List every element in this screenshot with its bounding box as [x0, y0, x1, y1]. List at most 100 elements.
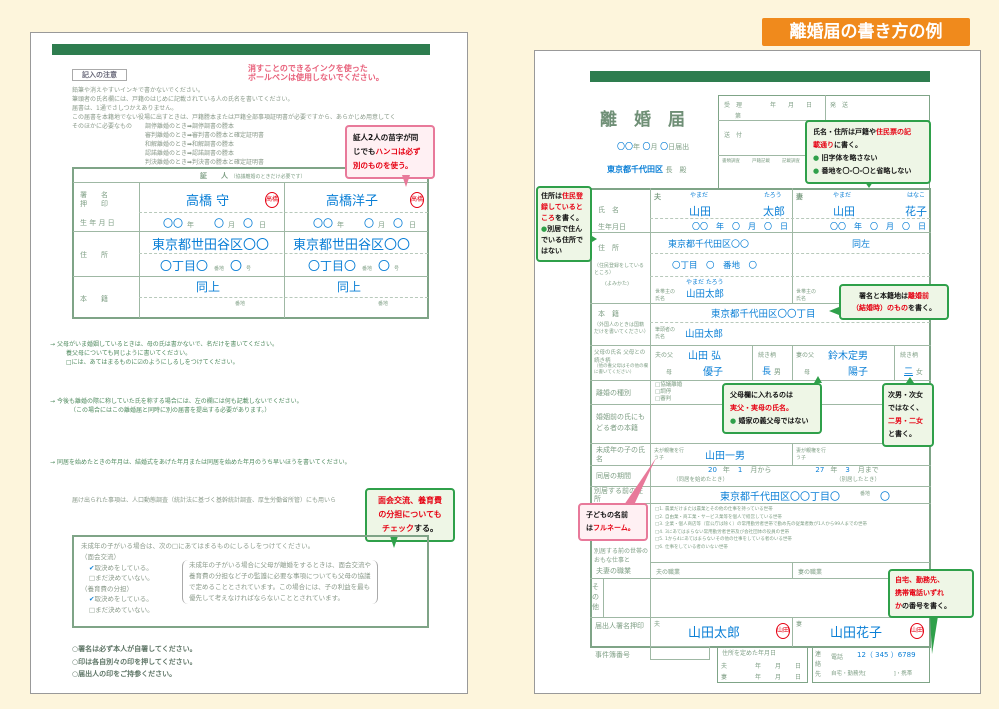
callout-honseki: 署名と本籍地は離婚前 （結婚時）のものを書く。 [839, 284, 949, 320]
callout-line: 署名と本籍地は離婚前 [847, 290, 941, 302]
callout-text: 旧字体を略さない [821, 154, 878, 162]
callout-highlight: チェック [382, 524, 414, 533]
label-case-no: 事件簿番号 [595, 651, 630, 659]
callout-custody: 面会交流、養育費 の分担についても チェックする。 [365, 488, 455, 542]
ink-warning-line: ボールペンは使用しないでください。 [248, 73, 384, 82]
label-honseki: 本 籍 [598, 310, 619, 318]
bottom-note: ○印は各自別々の印を押してください。 [72, 657, 197, 666]
year-label: 年 [722, 466, 730, 474]
month-label: 月 [775, 674, 782, 681]
divider [792, 188, 793, 303]
work-option[interactable]: □6. 仕事をしている者のいない世帯 [655, 544, 728, 550]
year-label: 年 [633, 143, 640, 151]
moved-wife-label: 妻 [721, 674, 728, 681]
witness1-address-line1: 東京都世田谷区〇〇 [152, 238, 270, 253]
label-prior-name: 婚姻前の氏にもどる者の本籍 [596, 413, 645, 432]
zokugara-suffix: 男 [773, 368, 781, 376]
option-label: まだ決めていない。 [95, 605, 154, 614]
witness-header-note: （協議離婚のときだけ必要です） [230, 174, 306, 180]
husband-mei: 太郎 [763, 205, 785, 218]
month-label: 月 [378, 221, 385, 229]
address-go: 〇 [230, 259, 243, 273]
case-no-field[interactable] [650, 646, 710, 660]
support-yes-checkbox[interactable]: ✔取決めをしている。 [89, 595, 153, 603]
callout-tail [865, 182, 873, 188]
kara-label: 月から [750, 466, 772, 474]
witness-header-title: 証 人 [200, 172, 228, 180]
label-honseki-note: （外国人のときは国籍だけを書いてください） [594, 322, 649, 335]
address-chome: 〇丁目〇 [308, 259, 357, 273]
note-line: 鉛筆や消えやすいインキで書かないでください。 [72, 87, 204, 94]
callout-zokugara: 次男・次女 ではなく、 二男・二女 と書く。 [882, 383, 934, 447]
zokugara-suffix: 女 [915, 368, 923, 376]
need-item: 和解離婚のとき➡和解調書の謄本 [145, 141, 235, 148]
contact-tel-number[interactable]: 12（ 345 ）6789 [857, 651, 916, 659]
label-parents: 父母の氏名 父母との続き柄 [594, 350, 646, 364]
birth-year: 〇〇 [313, 219, 333, 230]
callout-child-name: 子どもの名前 はフルネーム。 [578, 503, 648, 541]
label-setainushi: 世帯主の氏名 [655, 289, 676, 302]
callout-bullet: ●別居で住んでいる住所ではない [541, 225, 583, 255]
option-chotei[interactable]: □調停 [655, 389, 672, 395]
divider [603, 578, 604, 617]
callout-line: じでもハンコは必ず [353, 145, 427, 159]
visit-heading: （面会交流） [81, 553, 120, 561]
label-zokugara-w: 続き柄 [900, 352, 919, 359]
day-label: 日届出 [668, 143, 690, 151]
reception-col-1: 書類調査 [722, 159, 740, 164]
work-option[interactable]: □2. 自由業・商工業・サービス業等を個人で経営している世帯 [655, 514, 782, 520]
callout-text: 番地を〇-〇-〇と省略しない [821, 167, 912, 175]
reception-hasso: 発 送 [830, 102, 849, 109]
visit-yes-checkbox[interactable]: ✔取決めをしている。 [89, 563, 153, 572]
divider [792, 617, 793, 648]
callout-text: は [586, 524, 593, 532]
wife-shi: 山田 [833, 205, 855, 218]
husband-shi: 山田 [689, 205, 711, 218]
visit-no-checkbox[interactable]: □まだ決めていない。 [89, 574, 154, 582]
callout-text: 別居で住んでいる [541, 225, 583, 244]
support-no-checkbox[interactable]: □まだ決めていない。 [89, 605, 154, 614]
note-line: 同居を始めたときの年月は、結婚式をあげた年月または同居を始めた年月のうち早いほう… [56, 459, 351, 466]
label-husband-father: 夫の父 [655, 352, 674, 359]
callout-text: 氏名・住所は戸籍や [813, 128, 876, 136]
label-wife-custody: 妻が親権を行う子 [796, 448, 827, 461]
household-work-options[interactable]: □1. 農業だけまたは農業とその他の仕事を持っている世帯 □2. 自由業・商工業… [655, 506, 925, 551]
callout-line: 証人2人の苗字が同 [353, 133, 419, 142]
option-label: まだ決めていない。 [95, 574, 154, 582]
work-option[interactable]: □3. 企業・個人商店等（官公庁は除く）の常用勤労者世帯で勤め先の従業者数が1人… [655, 522, 868, 527]
label-birth: 生年月日 [598, 223, 626, 231]
needs-label: そのほかに必要なもの [72, 123, 133, 130]
label-wife: 妻 [796, 193, 803, 201]
option-kyogi[interactable]: □協議離婚 [655, 382, 683, 388]
callout-text: 父母欄に入れるのは [730, 391, 793, 399]
label-wife-mother: 母 [804, 369, 811, 376]
ink-warning-line: 消すことのできるインクを使った [248, 64, 368, 73]
contact-tel-label: 電話 [831, 654, 844, 661]
divorce-type-options[interactable]: □協議離婚 □調停 □審判 [655, 382, 682, 403]
explain-line: で定めることとされています。この場合には、子の利益を最も [189, 583, 371, 591]
callout-highlight: 離婚前 [908, 292, 929, 300]
divider [139, 182, 140, 318]
ink-warning: 消すことのできるインクを使った ボールペンは使用しないでください。 [248, 64, 384, 82]
arrow-note-surname: → 今後も離婚の際に称していた氏を称する場合には、左の欄には何も記載しないでくだ… [50, 398, 303, 414]
wife-zokugara: 二 女 [904, 364, 923, 377]
arrow-note-cohabitation: → 同居を始めたときの年月は、結婚式をあげた年月または同居を始めた年月のうち早い… [50, 459, 351, 466]
option-label: 取決めをしている。 [94, 563, 153, 572]
label-applicant-husband: 夫 [654, 621, 661, 628]
divider [590, 617, 931, 618]
setainushi-yomi: やまだ たろう [686, 279, 724, 286]
callout-line: 氏名・住所は戸籍や住民票の記 [813, 126, 923, 139]
reception-dai: 第 [735, 113, 742, 120]
wife-seal-icon: 山田 [910, 623, 924, 639]
wife-father: 鈴木定男 [828, 351, 868, 362]
work-option[interactable]: □5. 1から4にあてはまらないその他の仕事をしている者のいる世帯 [655, 537, 792, 542]
callout-line: （結婚時）のものを書く。 [847, 302, 941, 314]
option-shinpan[interactable]: □審判 [655, 396, 672, 402]
callout-text: する。 [414, 524, 438, 533]
label-sign: 署 名 [80, 191, 108, 199]
work-option[interactable]: □1. 農業だけまたは農業とその他の仕事を持っている世帯 [655, 507, 773, 512]
callout-highlight: 別のものを使う。 [353, 161, 413, 170]
wife-yomi-shi: やまだ [833, 192, 852, 199]
work-option[interactable]: □4. 3にあてはまらない常用勤労者世帯及び会社団体の役員の世帯 [655, 529, 790, 535]
divider [139, 297, 428, 298]
